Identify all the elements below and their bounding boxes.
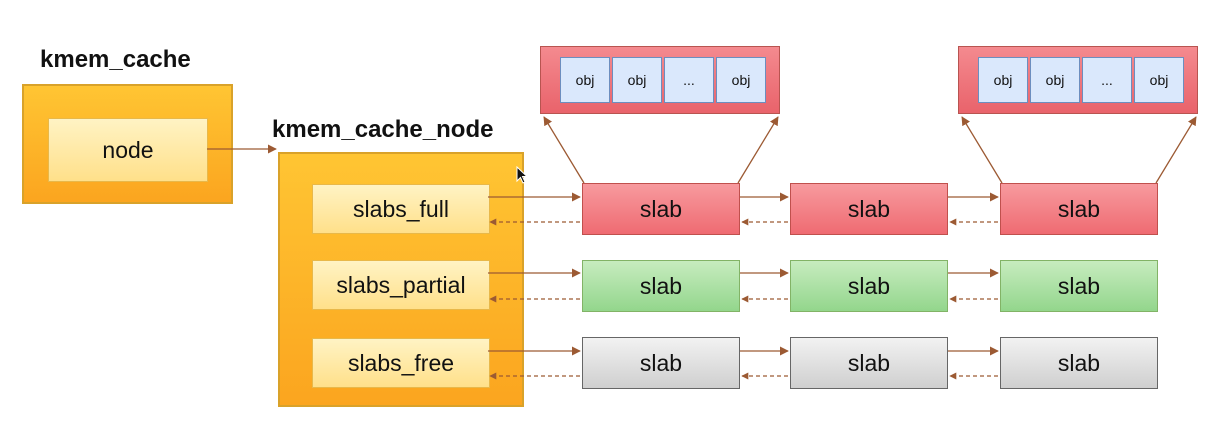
obj-cell: obj [1030, 57, 1080, 103]
obj-cell: ... [1082, 57, 1132, 103]
obj-cell: obj [612, 57, 662, 103]
kmem-cache-box: node [22, 84, 233, 204]
slabs-full-field: slabs_full [312, 184, 490, 234]
slab-full-2: slab [790, 183, 948, 235]
obj-cell: obj [560, 57, 610, 103]
obj-cell: ... [664, 57, 714, 103]
slab-partial-2: slab [790, 260, 948, 312]
kmem-cache-title: kmem_cache [40, 46, 191, 73]
obj-cell: obj [1134, 57, 1184, 103]
arrow-slab1-to-objs-left [543, 116, 585, 184]
slabs-free-label: slabs_free [347, 349, 455, 376]
slab-free-2: slab [790, 337, 948, 389]
slab-full-3: slab [1000, 183, 1158, 235]
slab-free-3: slab [1000, 337, 1158, 389]
slabs-partial-label: slabs_partial [336, 271, 466, 298]
slabs-full-label: slabs_full [353, 195, 449, 222]
node-label: node [102, 136, 154, 163]
slab-free-1: slab [582, 337, 740, 389]
kmem-cache-node-box: slabs_full slabs_partial slabs_free [278, 152, 524, 407]
slabs-partial-field: slabs_partial [312, 260, 490, 310]
slab-partial-1: slab [582, 260, 740, 312]
kmem-cache-node-title: kmem_cache_node [272, 116, 494, 143]
obj-group-1: obj obj ... obj [540, 46, 780, 114]
obj-cell: obj [978, 57, 1028, 103]
arrow-slab3-to-objs-right [1155, 116, 1197, 184]
arrow-slab1-to-objs-right [737, 116, 779, 184]
slab-full-1: slab [582, 183, 740, 235]
slab-partial-3: slab [1000, 260, 1158, 312]
obj-group-2: obj obj ... obj [958, 46, 1198, 114]
arrow-slab3-to-objs-left [961, 116, 1003, 184]
slabs-free-field: slabs_free [312, 338, 490, 388]
obj-cell: obj [716, 57, 766, 103]
node-field: node [48, 118, 208, 182]
